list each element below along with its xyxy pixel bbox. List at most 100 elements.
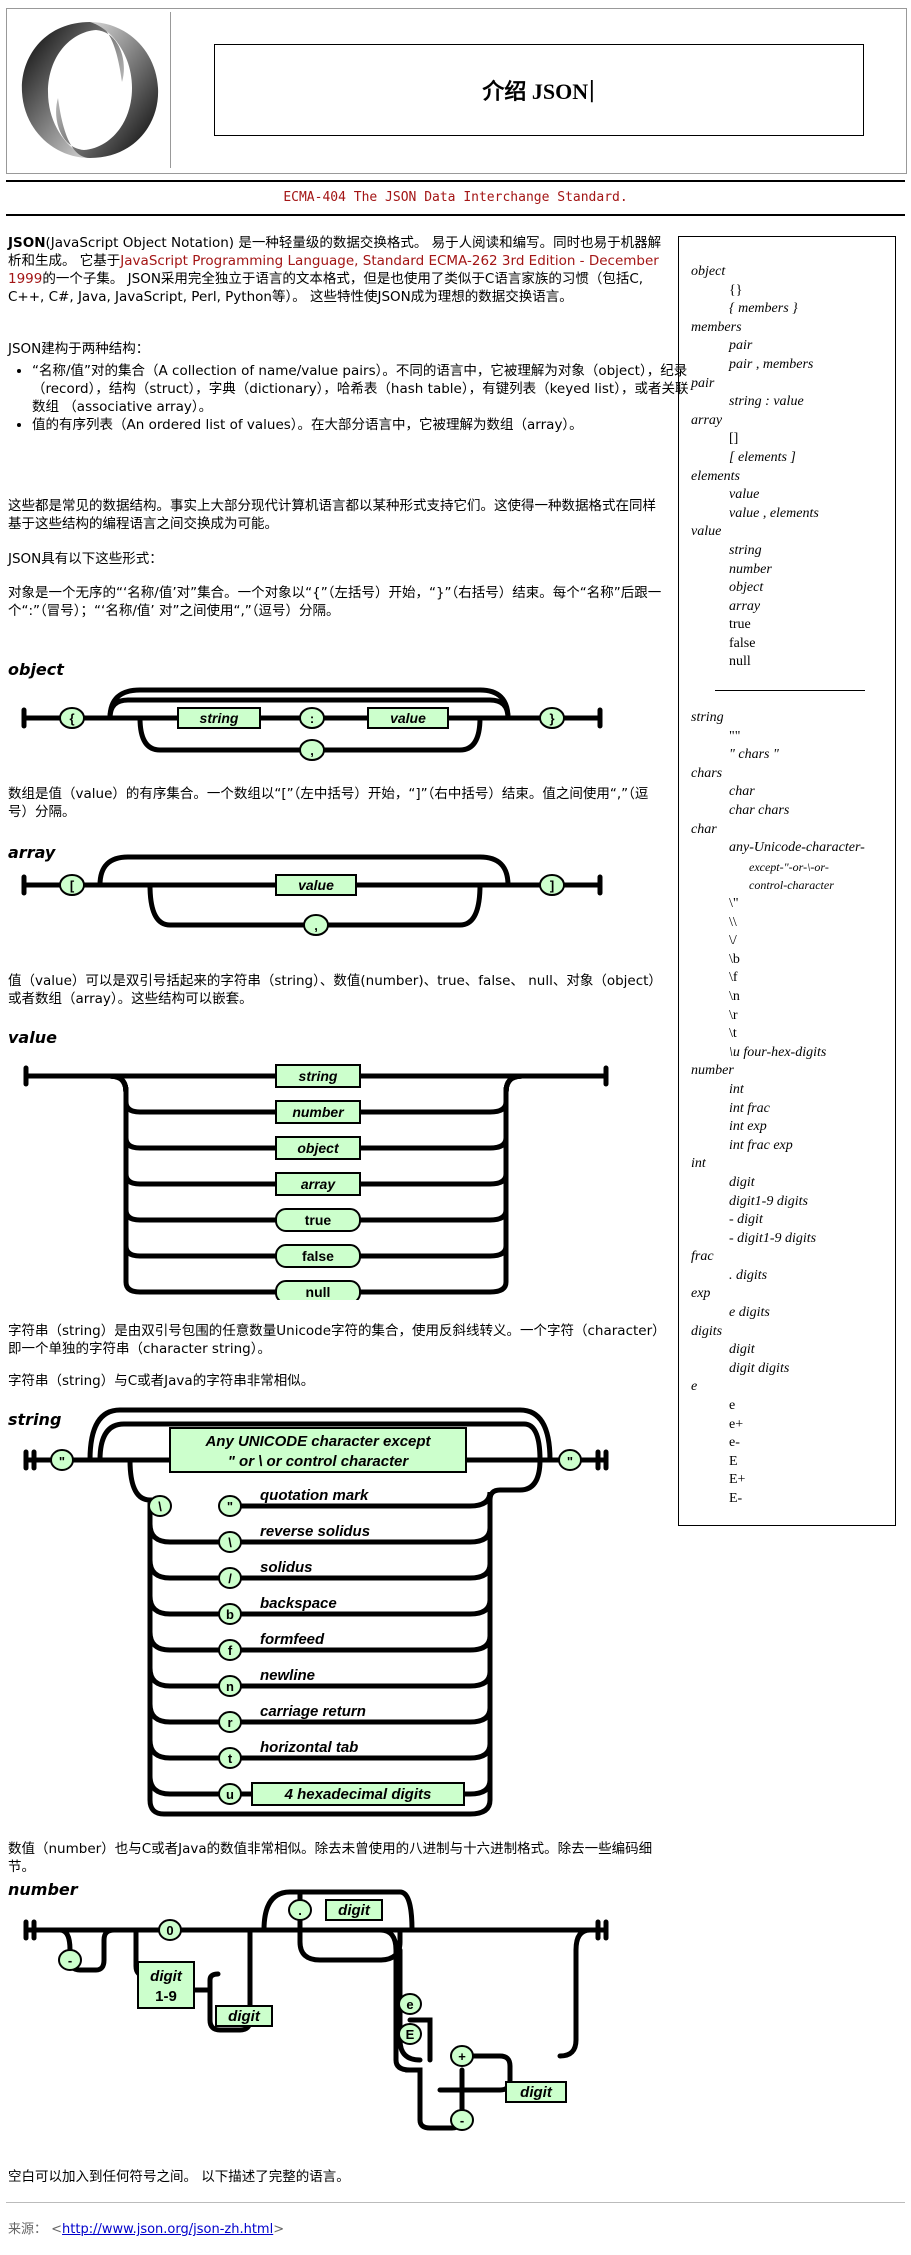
escape-description: 4 hexadecimal digits (284, 1786, 432, 1803)
value-item-label: string (299, 1068, 338, 1084)
escape-char-token (218, 1783, 242, 1805)
value-item-box (275, 1172, 361, 1196)
grammar-rule-name: number (691, 1063, 734, 1079)
grammar-rule-alt: control-character (749, 878, 834, 893)
string-any-char-token: Any UNICODE character except " or \ or c… (169, 1427, 467, 1473)
ecma-262-link[interactable]: JavaScript Programming Language, Standar… (8, 253, 659, 287)
escape-char-token (218, 1567, 242, 1589)
escape-char-token (218, 1639, 242, 1661)
grammar-rule-alt: \" (729, 896, 739, 911)
number-digit19-token: digit 1-9 (137, 1961, 195, 2009)
grammar-rule-name: elements (691, 468, 740, 484)
title-box: 介绍 JSON| (214, 44, 864, 136)
grammar-rule-alt: \/ (729, 933, 737, 949)
grammar-rule-alt: object (729, 580, 764, 596)
value-item-label: array (301, 1176, 336, 1192)
value-item-object: object (275, 1136, 361, 1160)
value-item-label: object (297, 1140, 340, 1156)
number-diagram: - 0 digit 1-9 digit . digit e E + - digi… (23, 1889, 609, 2131)
number-E: E (406, 2027, 415, 2042)
array-open-bracket-token: [ (59, 874, 85, 896)
string-diagram-label: string (8, 1410, 62, 1429)
escape-row: n newline (147, 1667, 493, 1697)
footer-rule (6, 2202, 905, 2203)
intro-text-a: (JavaScript Object Notation) 是一种轻量级的数据交换… (8, 235, 662, 269)
grammar-rule-alt: digit (729, 1174, 755, 1190)
value-item-number: number (275, 1100, 361, 1124)
grammar-rule-alt: \f (729, 970, 738, 986)
escape-char: n (226, 1679, 234, 1694)
grammar-rule-alt: value (729, 487, 760, 503)
escape-char-token (218, 1495, 242, 1517)
grammar-rule-alt: false (729, 635, 756, 651)
grammar-rule-alt: number (729, 561, 772, 577)
number-minus-token: - (58, 1949, 82, 1971)
value-branch-path (109, 1073, 523, 1187)
value-item-label: null (306, 1284, 331, 1300)
grammar-rule-alt: null (729, 654, 751, 670)
string-backslash: \ (158, 1499, 162, 1514)
grammar-rule-alt: e (729, 1398, 736, 1414)
grammar-rule-alt: \\ (729, 914, 737, 930)
object-comma: , (310, 743, 314, 758)
number-E-token: E (398, 2023, 422, 2045)
structures-list: “名称/值”对的集合（A collection of name/value pa… (8, 362, 692, 434)
escape-description: quotation mark (260, 1487, 369, 1504)
string-close-quote-token: " (558, 1449, 582, 1471)
grammar-rule-alt: [] (729, 431, 739, 447)
ecma-link[interactable]: ECMA-404 The JSON Data Interchange Stand… (283, 190, 628, 205)
value-item-box (275, 1136, 361, 1160)
value-item-box (275, 1280, 361, 1300)
object-colon-token: : (299, 707, 325, 729)
number-exp-digit-token: digit (505, 2081, 567, 2103)
object-open-brace-token: { (59, 707, 85, 729)
grammar-rule-alt: int frac exp (729, 1137, 793, 1153)
grammar-rule-alt: - digit1-9 digits (729, 1230, 817, 1246)
escape-description: newline (260, 1667, 315, 1684)
escape-description: backspace (260, 1595, 337, 1612)
int-digit-label: digit (228, 2008, 261, 2025)
value-item-label: true (305, 1212, 332, 1228)
value-item-box (275, 1208, 361, 1232)
escape-description: formfeed (260, 1631, 325, 1648)
common-structures-paragraph: 这些都是常见的数据结构。事实上大部分现代计算机语言都以某种形式支持它们。这使得一… (8, 498, 656, 532)
value-item-label: false (302, 1248, 334, 1264)
intro-text-b: 的一个子集。 JSON采用完全独立于语言的文本格式，但是也使用了类似于C语言家族… (8, 271, 644, 305)
grammar-rule-alt: e digits (729, 1305, 770, 1321)
object-string-token: string (177, 707, 261, 729)
rule-top (6, 180, 905, 182)
value-item-null: null (275, 1280, 361, 1300)
grammar-rule-alt: int frac (729, 1100, 770, 1116)
string-diagram: " Any UNICODE character except " or \ or… (23, 1407, 609, 1817)
intro-paragraph: JSON(JavaScript Object Notation) 是一种轻量级的… (8, 234, 668, 306)
escape-char: " (227, 1499, 233, 1514)
grammar-rule-name: object (691, 264, 726, 279)
source-link[interactable]: http://www.json.org/json-zh.html (62, 2222, 274, 2237)
escape-char-token (218, 1603, 242, 1625)
escape-char-token (218, 1675, 242, 1697)
page-title: 介绍 JSON (482, 79, 589, 104)
number-dot-token: . (288, 1899, 312, 1921)
array-close-bracket: ] (550, 878, 554, 893)
grammar-rule-alt: - digit (729, 1212, 763, 1228)
grammar-rule-alt: int (729, 1081, 744, 1097)
grammar-divider (715, 690, 865, 692)
object-value-label: value (390, 710, 426, 726)
grammar-rule-alt: any-Unicode-character- (729, 840, 865, 856)
grammar-rule-alt: \b (729, 951, 740, 967)
grammar-rule-name: char (691, 821, 717, 837)
grammar-rule-alt: digit digits (729, 1360, 790, 1376)
forms-paragraph: JSON具有以下这些形式： (8, 551, 163, 567)
whitespace-paragraph: 空白可以加入到任何符号之间。 以下描述了完整的语言。 (8, 2169, 350, 2185)
number-zero: 0 (166, 1923, 173, 1938)
structures-intro: JSON建构于两种结构： (8, 341, 150, 357)
escape-description: reverse solidus (260, 1523, 370, 1540)
digit19-line2: 1-9 (155, 1988, 177, 2005)
object-diagram: { string : value , } (21, 687, 603, 761)
array-value-token: value (275, 874, 357, 896)
grammar-rule-alt: \n (729, 988, 740, 1004)
